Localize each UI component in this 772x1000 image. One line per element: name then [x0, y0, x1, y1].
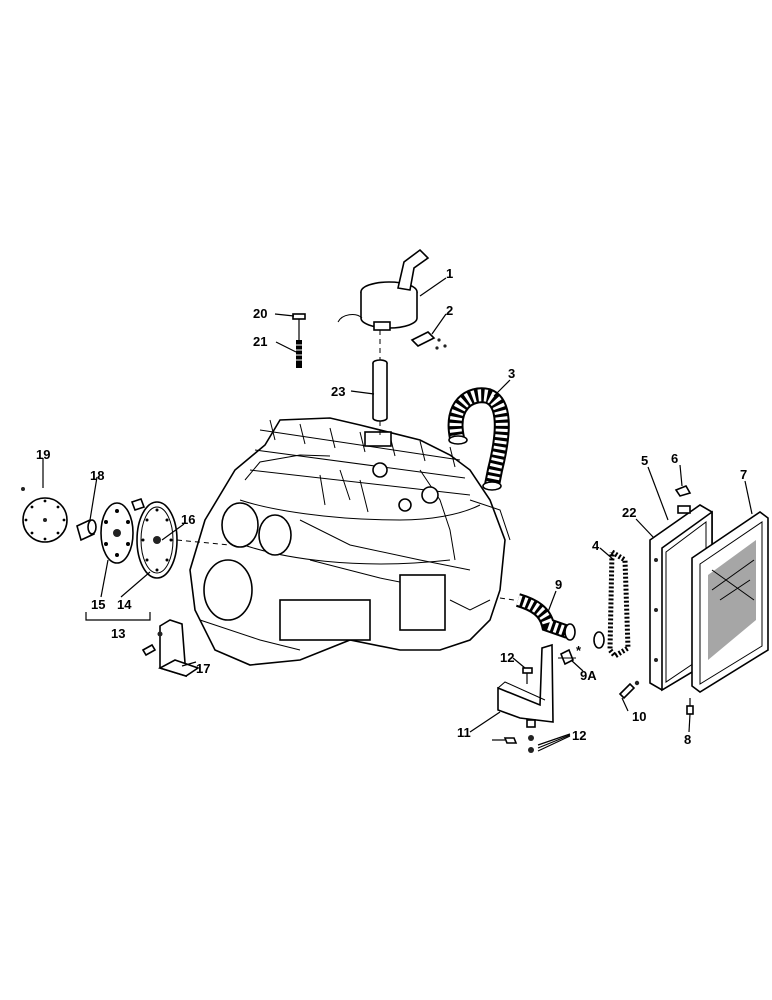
muffler-clamp — [410, 331, 447, 350]
mount-bracket — [497, 643, 554, 723]
callout-10: 10 — [632, 709, 646, 724]
callout-21: 21 — [253, 334, 267, 349]
callout-12-bolt: 12 — [500, 650, 514, 665]
callout-9a: 9A — [580, 668, 597, 683]
radiator-grille — [691, 511, 769, 693]
callout-22: 22 — [622, 505, 636, 520]
front-bracket — [141, 619, 200, 678]
callout-17: 17 — [196, 661, 210, 676]
callout-8: 8 — [684, 732, 691, 747]
callout-star: * — [576, 643, 582, 658]
callout-11: 11 — [457, 725, 471, 740]
radiator-gasket — [607, 549, 631, 660]
callout-20: 20 — [253, 306, 267, 321]
callout-19: 19 — [36, 447, 50, 462]
coupling-assembly-bracket — [85, 612, 151, 621]
muffler-clamp-ring — [337, 314, 363, 323]
long-bolt — [296, 340, 302, 368]
callout-15: 15 — [91, 597, 105, 612]
callout-7: 7 — [740, 467, 747, 482]
callout-18: 18 — [90, 468, 104, 483]
callout-labels: 1 2 3 4 5 6 7 8 9 9A * 10 11 12 12 13 14… — [36, 266, 747, 747]
bolt — [292, 313, 306, 340]
coupling-plate — [136, 501, 231, 579]
callout-23: 23 — [331, 384, 345, 399]
callout-14: 14 — [117, 597, 132, 612]
air-hose-upper — [447, 387, 510, 491]
bracket-bolt — [522, 667, 533, 684]
callout-13: 13 — [111, 626, 125, 641]
coupling-disc — [100, 497, 146, 564]
muffler — [360, 248, 430, 331]
callout-4: 4 — [592, 538, 600, 553]
grille-bolt — [686, 698, 694, 715]
callout-16: 16 — [181, 512, 195, 527]
hub — [76, 518, 97, 542]
radiator-bolt — [618, 680, 640, 700]
hose-lower — [499, 593, 605, 649]
callout-12-hardware: 12 — [572, 728, 586, 743]
radiator-cap — [674, 484, 692, 497]
bracket-hardware — [492, 719, 536, 753]
callout-9: 9 — [555, 577, 562, 592]
exhaust-pipe — [372, 330, 388, 438]
callout-5: 5 — [641, 453, 648, 468]
cover-plate — [21, 487, 68, 543]
callout-1: 1 — [446, 266, 453, 281]
callout-6: 6 — [671, 451, 678, 466]
callout-3: 3 — [508, 366, 515, 381]
engine-block — [189, 417, 511, 666]
leader-lines — [42, 277, 753, 752]
callout-2: 2 — [446, 303, 453, 318]
hose-fitting — [558, 648, 576, 666]
